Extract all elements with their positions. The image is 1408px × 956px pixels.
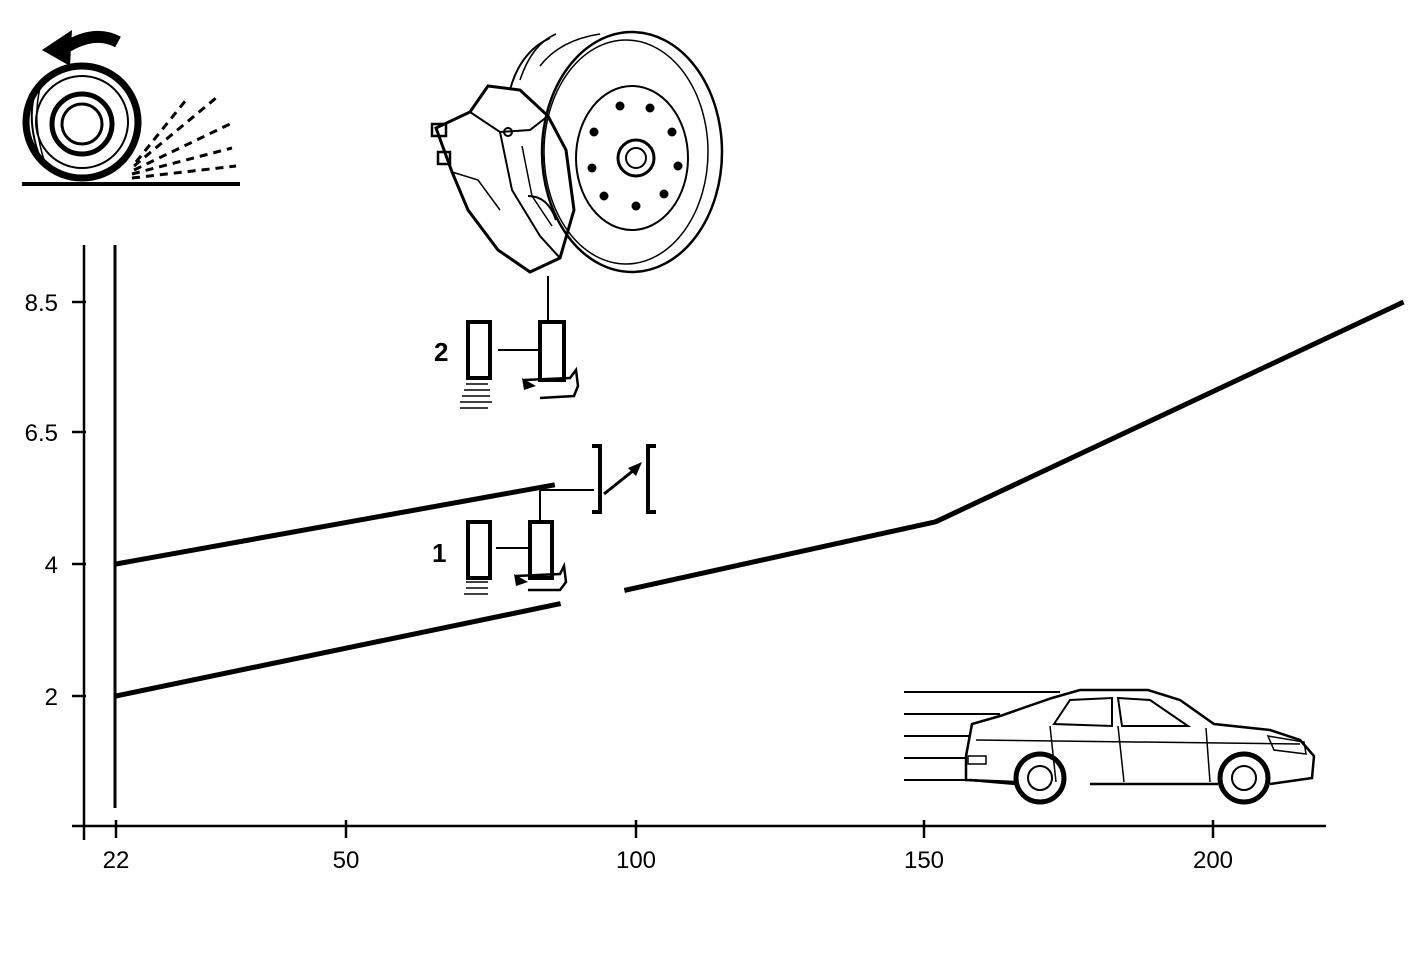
callout-label-2: 2 [434, 337, 448, 367]
x-tick-label: 150 [904, 847, 944, 874]
series-lines [115, 299, 1405, 699]
x-tick-label: 100 [616, 847, 656, 874]
y-tick-label: 6.5 [25, 420, 58, 447]
car-motion-icon [904, 688, 1316, 805]
callout-label-1: 1 [432, 538, 446, 568]
tire-spinning-spray-icon [22, 30, 240, 186]
brake-pad-pair-icon [460, 320, 580, 409]
disc-edge-icon [592, 444, 656, 514]
x-tick-label: 22 [103, 847, 130, 874]
brake-pad-pair-icon [464, 489, 594, 595]
series-1-line [623, 299, 1405, 593]
brake-disc-caliper-icon [430, 30, 724, 320]
y-tick-label: 4 [45, 552, 58, 579]
x-tick-label: 50 [333, 847, 360, 874]
x-axis-ticks: 22 50 100 150 200 [103, 820, 1233, 874]
series-2-line [115, 482, 556, 567]
x-tick-label: 200 [1193, 847, 1233, 874]
series-1-line [115, 601, 562, 699]
y-tick-label: 2 [45, 684, 58, 711]
axes [72, 245, 1326, 840]
y-axis-ticks: 2 4 6.5 8.5 [25, 290, 86, 711]
y-tick-label: 8.5 [25, 290, 58, 317]
